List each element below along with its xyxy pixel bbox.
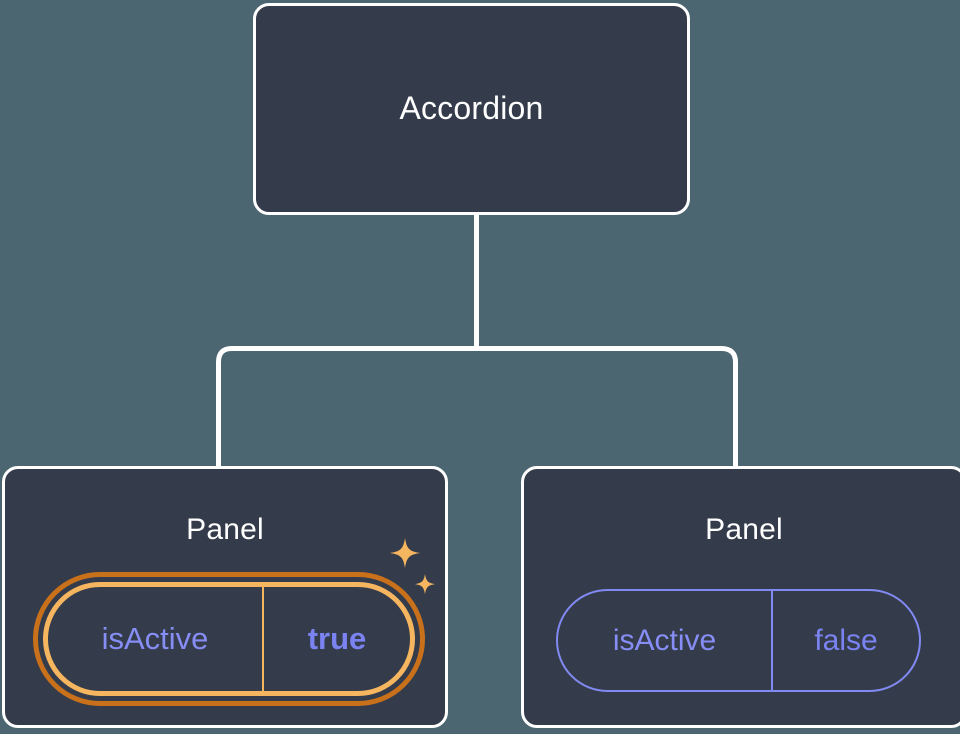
panel-right-label: Panel — [705, 513, 783, 546]
panel-right-prop-pill-wrap: isActive false — [556, 589, 921, 692]
panel-left-prop-pill-wrap: isActive true — [33, 572, 425, 706]
panel-left-prop-key: isActive — [101, 621, 209, 656]
panel-left-prop-pill[interactable]: isActive true — [33, 572, 425, 706]
panel-left-prop-pill-ring: isActive true — [43, 582, 415, 696]
panel-left-label: Panel — [186, 513, 264, 546]
root-node-label: Accordion — [399, 90, 544, 127]
panel-right-prop-pill[interactable]: isActive false — [556, 589, 921, 692]
root-node[interactable]: Accordion — [253, 3, 690, 215]
panel-left-prop-value: true — [262, 587, 410, 691]
connector-branch-bus — [216, 346, 738, 468]
panel-right-prop-value: false — [771, 591, 919, 690]
panel-right-prop-key: isActive — [612, 623, 717, 657]
